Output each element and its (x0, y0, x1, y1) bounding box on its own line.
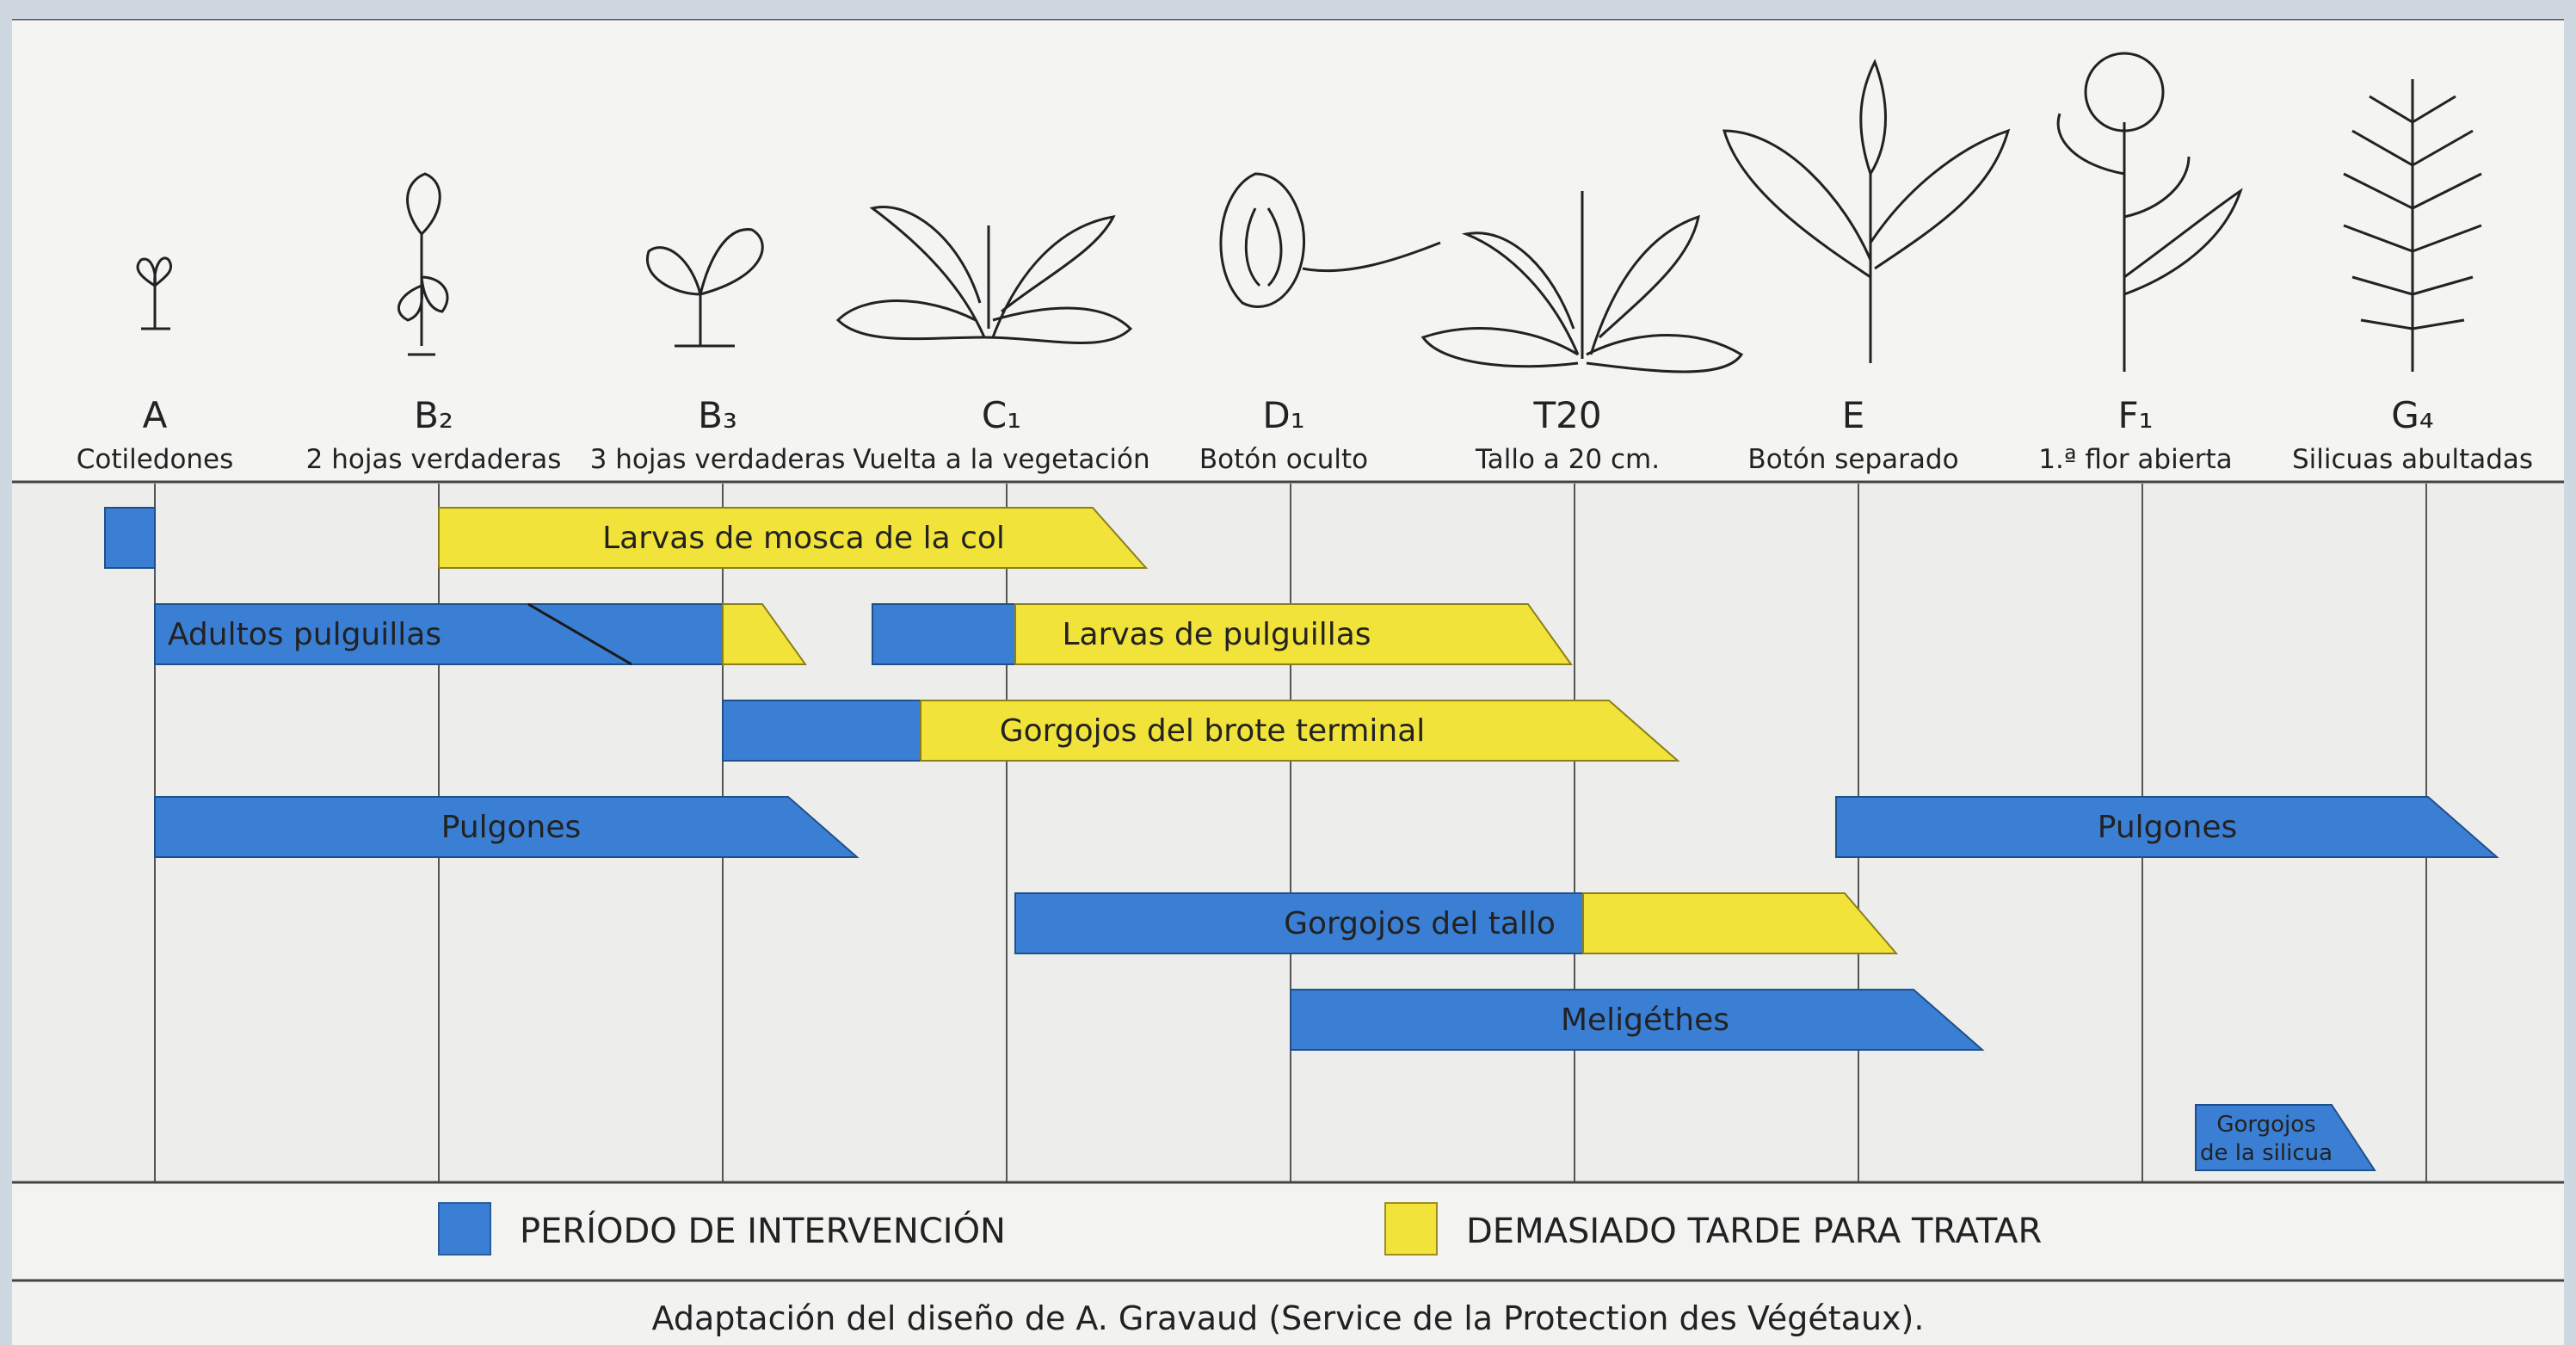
stage-desc-label: Botón separado (1747, 444, 1958, 475)
bar-divider-line (527, 602, 632, 666)
stage-desc-label: 3 hojas verdaderas (590, 444, 846, 475)
pest-label: Larvas de mosca de la col (602, 521, 1005, 556)
stage-desc-label: 1.ª flor abierta (2038, 444, 2232, 475)
plant-b2-icon (397, 172, 449, 356)
legend-swatch-intervention (438, 1202, 491, 1256)
stage-code-label: C₁ (982, 394, 1021, 436)
plant-f1-icon (2056, 52, 2243, 372)
plant-d1-icon (1219, 172, 1441, 308)
intervention-bar (104, 507, 156, 569)
pest-label: Gorgojos (2216, 1112, 2315, 1138)
intervention-bar (154, 796, 860, 858)
plant-b3-icon (645, 228, 764, 348)
too-late-bar (438, 507, 1149, 569)
stage-labels: A Cotiledones B₂ 2 hojas verdaderas B₃ 3 hoja… (77, 394, 2533, 475)
intervention-bar (1290, 989, 1985, 1051)
stage-code-label: D₁ (1262, 394, 1304, 436)
plant-illustrations (136, 52, 2482, 373)
plant-e-icon (1722, 59, 2011, 363)
intervention-bar (722, 700, 921, 762)
stage-code-label: B₃ (698, 394, 737, 436)
legend-label-intervention: PERÍODO DE INTERVENCIÓN (520, 1210, 1006, 1251)
pest-label: Larvas de pulguillas (1062, 617, 1371, 652)
intervention-bar (2195, 1104, 2376, 1171)
too-late-bar (920, 700, 1680, 762)
stage-desc-label: Tallo a 20 cm. (1475, 444, 1660, 475)
plant-t20-icon (1420, 191, 1744, 373)
pest-label: Meligéthes (1561, 1003, 1729, 1038)
too-late-bar (1582, 892, 1899, 954)
pest-label: Adultos pulguillas (168, 617, 441, 652)
legend-swatch-too-late (1384, 1202, 1438, 1256)
plant-g4-icon (2343, 79, 2482, 372)
legend-label-too-late: DEMASIADO TARDE PARA TRATAR (1466, 1212, 2042, 1251)
pest-label: de la silicua (2200, 1140, 2333, 1166)
intervention-bar (1835, 796, 2499, 858)
stage-desc-label: Silicuas abultadas (2292, 444, 2533, 475)
too-late-bar (1014, 603, 1573, 665)
intervention-bar (872, 603, 1016, 665)
stage-code-label: G₄ (2391, 394, 2433, 436)
pest-label: Gorgojos del brote terminal (1000, 713, 1426, 749)
stage-desc-label: 2 hojas verdaderas (306, 444, 562, 475)
too-late-bar (722, 603, 807, 665)
diagram-frame: A Cotiledones B₂ 2 hojas verdaderas B₃ 3 hoja… (12, 19, 2564, 1345)
pest-label: Gorgojos del tallo (1284, 906, 1556, 941)
pest-label: Pulgones (2098, 810, 2238, 845)
plant-a-icon (136, 256, 173, 330)
pest-label: Pulgones (441, 810, 582, 845)
stage-code-label: B₂ (414, 394, 453, 436)
legend-band (12, 1184, 2564, 1279)
stage-code-label: T20 (1532, 394, 1601, 436)
stage-desc-label: Vuelta a la vegetación (853, 444, 1149, 475)
stage-code-label: F₁ (2118, 394, 2154, 436)
stage-code-label: A (143, 394, 168, 436)
stage-code-label: E (1842, 394, 1865, 436)
stage-desc-label: Cotiledones (77, 444, 234, 475)
stage-desc-label: Botón oculto (1199, 444, 1368, 475)
stage-header-band (12, 19, 2564, 482)
footer-credit: Adaptación del diseño de A. Gravaud (Ser… (652, 1299, 1925, 1337)
plant-c1-icon (835, 206, 1133, 345)
